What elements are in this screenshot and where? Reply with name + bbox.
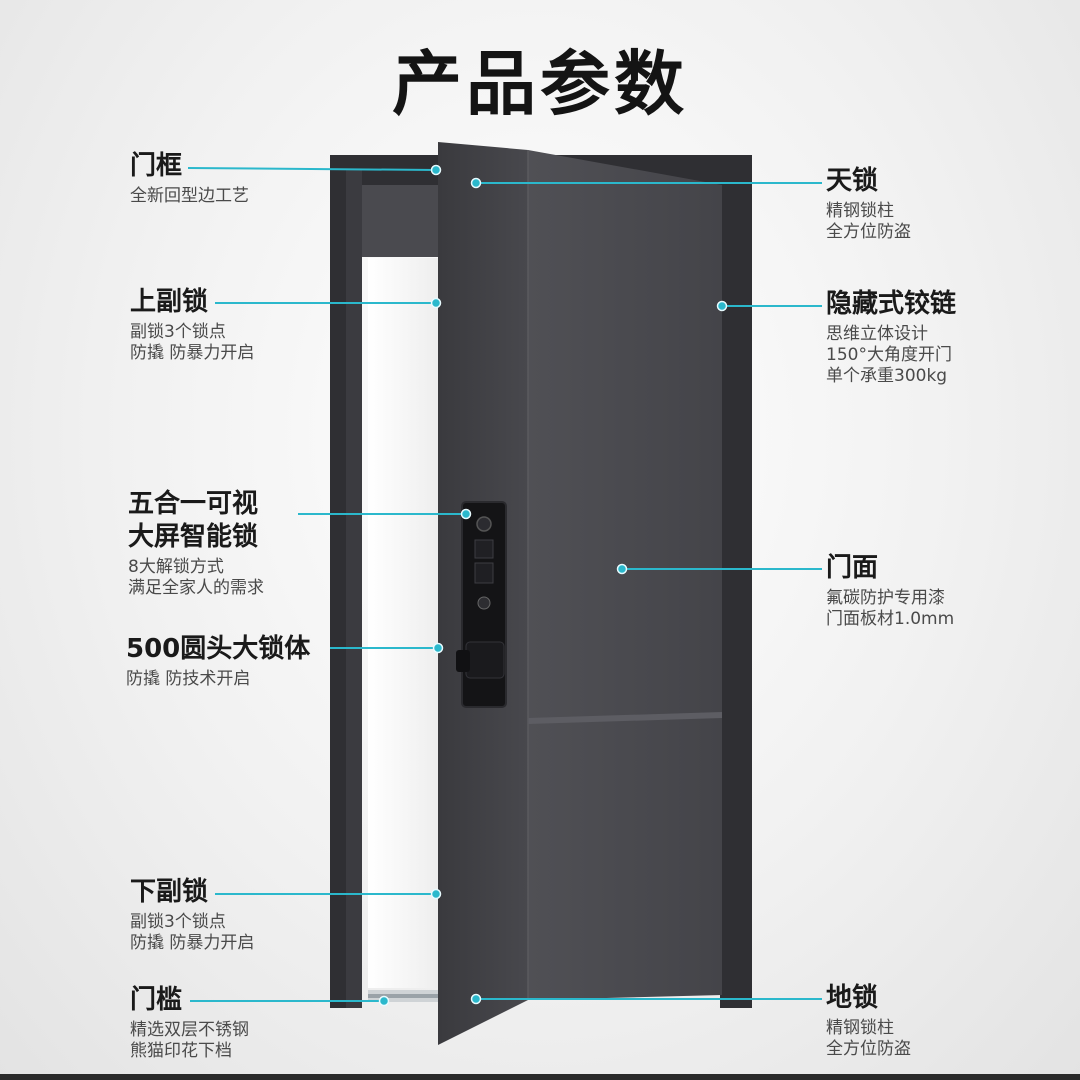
- smart-lock-keypad: [474, 562, 494, 584]
- smart-lock-handle-grip: [456, 650, 470, 672]
- feature-threshold-desc-2: 熊猫印花下档: [130, 1041, 232, 1061]
- leader-dot-panel: [616, 563, 628, 575]
- leader-line-frame: [187, 167, 437, 171]
- feature-top-lock-title: 天锁: [826, 166, 879, 196]
- door-groove: [528, 712, 722, 724]
- leader-dot-top-lock: [470, 177, 482, 189]
- leader-dot-hinge: [716, 300, 728, 312]
- feature-upper-lock-desc-2: 防撬 防暴力开启: [130, 343, 255, 363]
- smart-lock-camera-icon: [476, 516, 492, 532]
- feature-lock-body-title: 500圆头大锁体: [126, 634, 311, 664]
- leader-dot-smart-lock: [460, 508, 472, 520]
- feature-smart-lock-title-1: 五合一可视: [128, 489, 259, 519]
- feature-hinge-title: 隐藏式铰链: [826, 289, 957, 319]
- smart-lock-fingerprint-icon: [477, 596, 491, 610]
- door-opening: [368, 258, 438, 988]
- feature-hinge-desc-3: 单个承重300kg: [826, 366, 948, 386]
- threshold-steel: [368, 994, 438, 998]
- feature-panel: 门面 氟碳防护专用漆 门面板材1.0mm: [826, 552, 954, 630]
- leader-dot-frame: [430, 164, 442, 176]
- feature-lock-body: 500圆头大锁体 防撬 防技术开启: [126, 633, 310, 690]
- feature-threshold-title: 门槛: [130, 985, 183, 1015]
- feature-upper-lock-title: 上副锁: [130, 287, 209, 317]
- feature-top-lock: 天锁 精钢锁柱 全方位防盗: [826, 165, 911, 243]
- feature-panel-desc-2: 门面板材1.0mm: [826, 609, 955, 629]
- feature-smart-lock: 五合一可视 大屏智能锁 8大解锁方式 满足全家人的需求: [128, 488, 264, 599]
- feature-floor-lock: 地锁 精钢锁柱 全方位防盗: [826, 982, 911, 1060]
- feature-lower-lock-title: 下副锁: [130, 877, 209, 907]
- frame-header-shadow: [362, 185, 442, 257]
- door-leaf: [528, 150, 722, 1000]
- feature-lower-lock-desc-1: 副锁3个锁点: [130, 912, 226, 932]
- feature-smart-lock-desc-1: 8大解锁方式: [128, 557, 224, 577]
- feature-panel-desc-1: 氟碳防护专用漆: [826, 588, 945, 608]
- feature-lock-body-desc-1: 防撬 防技术开启: [126, 669, 251, 689]
- feature-lower-lock: 下副锁 副锁3个锁点 防撬 防暴力开启: [130, 876, 254, 954]
- feature-top-lock-desc-1: 精钢锁柱: [826, 201, 894, 221]
- feature-floor-lock-desc-1: 精钢锁柱: [826, 1018, 894, 1038]
- feature-smart-lock-title-2: 大屏智能锁: [128, 522, 259, 552]
- bottom-edge-bar: [0, 1074, 1080, 1080]
- feature-lower-lock-desc-2: 防撬 防暴力开启: [130, 933, 255, 953]
- feature-hinge-desc-1: 思维立体设计: [826, 324, 928, 344]
- feature-hinge-desc-2: 150°大角度开门: [826, 345, 952, 365]
- page-title: 产品参数: [392, 43, 688, 125]
- feature-top-lock-desc-2: 全方位防盗: [826, 222, 911, 242]
- feature-floor-lock-title: 地锁: [826, 983, 879, 1013]
- frame-inner-left: [346, 170, 362, 1008]
- feature-upper-lock: 上副锁 副锁3个锁点 防撬 防暴力开启: [130, 286, 254, 364]
- feature-threshold-desc-1: 精选双层不锈钢: [130, 1020, 249, 1040]
- feature-smart-lock-desc-2: 满足全家人的需求: [128, 578, 264, 598]
- feature-panel-title: 门面: [826, 553, 879, 583]
- feature-upper-lock-desc-1: 副锁3个锁点: [130, 322, 226, 342]
- smart-lock-screen: [474, 539, 494, 559]
- leader-dot-upper-lock: [430, 297, 442, 309]
- feature-frame: 门框 全新回型边工艺: [130, 150, 249, 207]
- leader-dot-threshold: [378, 995, 390, 1007]
- leader-dot-floor-lock: [470, 993, 482, 1005]
- leader-dot-lower-lock: [430, 888, 442, 900]
- feature-threshold: 门槛 精选双层不锈钢 熊猫印花下档: [130, 984, 249, 1062]
- feature-floor-lock-desc-2: 全方位防盗: [826, 1039, 911, 1059]
- leader-dot-lock-body: [432, 642, 444, 654]
- feature-frame-desc-1: 全新回型边工艺: [130, 186, 249, 206]
- feature-hinge: 隐藏式铰链 思维立体设计 150°大角度开门 单个承重300kg: [826, 288, 956, 387]
- feature-frame-title: 门框: [130, 151, 183, 181]
